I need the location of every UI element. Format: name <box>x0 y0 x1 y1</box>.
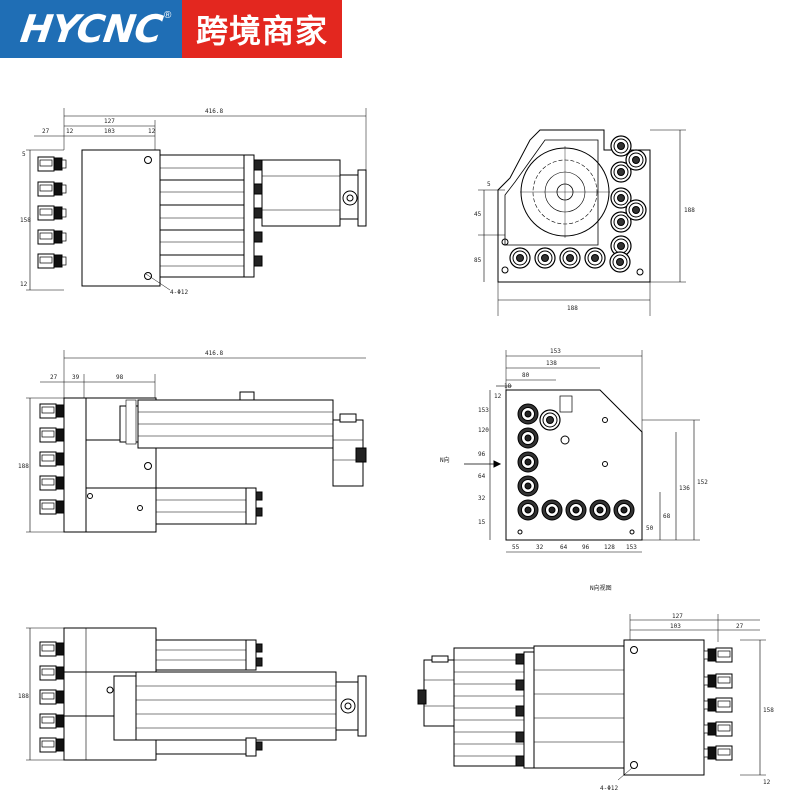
brand-banner: 跨境商家 <box>182 0 342 58</box>
dim-r68: 68 <box>663 513 671 520</box>
dim-153: 153 <box>550 348 561 355</box>
n-view-caption: N向视图 <box>590 584 612 592</box>
view-top-left-labels: 416.8 127 12 103 12 27 158 5 12 4-Φ12 <box>20 108 223 296</box>
dim-12: 12 <box>20 281 28 288</box>
dim-b55: 55 <box>512 544 520 551</box>
brand-text: 跨境商家 <box>195 12 328 50</box>
view-bottom-left <box>26 627 367 761</box>
dim-103: 103 <box>104 128 115 135</box>
dim-188: 188 <box>18 693 29 700</box>
view-bottom-right <box>417 614 766 781</box>
view-top-left <box>26 108 367 291</box>
registered-mark: ® <box>164 10 172 21</box>
dim-overall-length: 416.8 <box>205 350 223 357</box>
dim-v153: 153 <box>478 407 489 414</box>
dim-18: 18 <box>504 383 512 390</box>
dim-27: 27 <box>50 374 58 381</box>
dim-85: 85 <box>474 257 482 264</box>
holes-label: 4-Φ12 <box>170 289 188 296</box>
dim-127: 127 <box>672 613 683 620</box>
dim-b96: 96 <box>582 544 590 551</box>
dim-158: 158 <box>763 707 774 714</box>
view-mid-left <box>26 350 367 533</box>
view-top-right-labels: 188 188 45 85 5 <box>474 181 695 312</box>
dim-v96: 96 <box>478 451 486 458</box>
view-mid-right <box>464 350 700 553</box>
dim-12a: 12 <box>66 128 74 135</box>
dim-12: 12 <box>763 779 771 786</box>
dim-5: 5 <box>22 151 26 158</box>
dim-v120: 120 <box>478 427 489 434</box>
dim-12: 12 <box>494 393 502 400</box>
dim-v32: 32 <box>478 495 486 502</box>
dim-188: 188 <box>18 463 29 470</box>
dim-188-v: 188 <box>684 207 695 214</box>
view-mid-left-labels: 416.8 27 39 98 188 <box>18 350 223 470</box>
dim-39: 39 <box>72 374 80 381</box>
dim-overall-length: 416.8 <box>205 108 223 115</box>
view-mid-right-labels: 153 138 80 18 12 153 120 96 64 32 15 152… <box>440 348 708 592</box>
dim-27: 27 <box>736 623 744 630</box>
dim-b128: 128 <box>604 544 615 551</box>
banner: HYCNC ® 跨境商家 <box>0 0 342 58</box>
dim-v64: 64 <box>478 473 486 480</box>
holes-label: 4-Φ12 <box>600 785 618 792</box>
dim-127: 127 <box>104 118 115 125</box>
view-bottom-left-labels: 188 <box>18 693 29 700</box>
dim-27: 27 <box>42 128 50 135</box>
dim-98: 98 <box>116 374 124 381</box>
dim-b153: 153 <box>626 544 637 551</box>
view-bottom-right-labels: 127 103 27 158 12 4-Φ12 <box>600 613 774 792</box>
dim-188-h: 188 <box>567 305 578 312</box>
dim-103: 103 <box>670 623 681 630</box>
dim-r152: 152 <box>697 479 708 486</box>
dim-b32: 32 <box>536 544 544 551</box>
dim-158: 158 <box>20 217 31 224</box>
dim-v15: 15 <box>478 519 486 526</box>
dim-r136: 136 <box>679 485 690 492</box>
dim-5: 5 <box>487 181 491 188</box>
dim-12b: 12 <box>148 128 156 135</box>
dim-80: 80 <box>522 372 530 379</box>
logo: HYCNC ® <box>0 0 182 58</box>
dim-45: 45 <box>474 211 482 218</box>
n-direction-label: N向 <box>440 456 450 464</box>
dim-138: 138 <box>546 360 557 367</box>
view-top-right <box>478 129 686 316</box>
dim-b64: 64 <box>560 544 568 551</box>
dim-r50: 50 <box>646 525 654 532</box>
